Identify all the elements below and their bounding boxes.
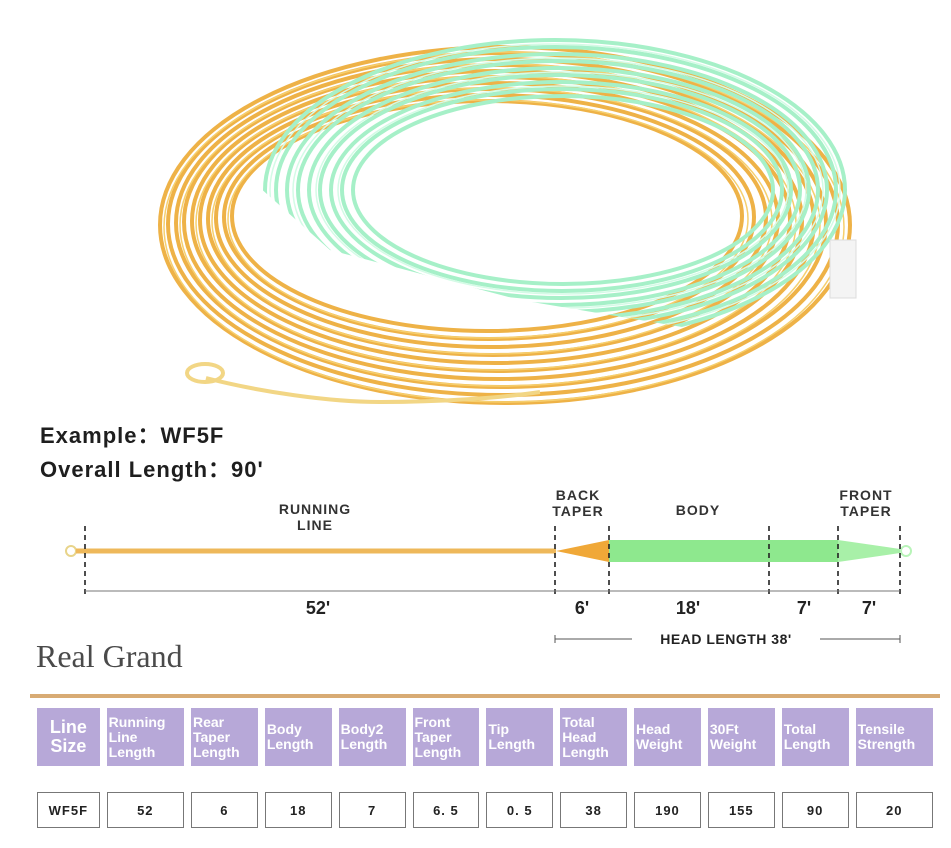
example-model: Example：WF5F: [40, 423, 225, 448]
cell-head-weight: 190: [634, 792, 701, 828]
label-back-taper-2: TAPER: [552, 503, 603, 519]
cell-tensile-strength: 20: [855, 792, 933, 828]
spec-row-wf5f: WF5F 52 6 18 7 6. 5 0. 5 38 190 155 90 2…: [37, 792, 933, 828]
cell-line-size: WF5F: [37, 792, 100, 828]
section-divider-rule: [30, 694, 940, 698]
length-body2: 7': [797, 598, 811, 618]
front-taper-segment: [838, 540, 900, 562]
cell-body2-length: 7: [338, 792, 406, 828]
fly-line-coil-photo: [158, 38, 857, 405]
label-front-taper-2: TAPER: [840, 503, 891, 519]
label-running-line-1: RUNNING: [279, 501, 351, 517]
body-segment: [609, 540, 838, 562]
back-taper-segment: [556, 540, 609, 562]
loop-end-left: [65, 545, 77, 557]
label-body: BODY: [676, 502, 720, 518]
cell-30ft-weight: 155: [707, 792, 775, 828]
cell-running-line-length: 52: [106, 792, 184, 828]
line-label-sticker: [829, 239, 857, 299]
cell-body-length: 18: [264, 792, 332, 828]
brand-name: Real Grand: [36, 638, 183, 674]
length-front-taper: 7': [862, 598, 876, 618]
cell-rear-taper-length: 6: [190, 792, 258, 828]
welded-loop: [185, 362, 225, 384]
label-running-line-2: LINE: [297, 517, 333, 533]
cell-total-head-length: 38: [560, 792, 628, 828]
head-length-bracket: [554, 635, 901, 643]
section-dividers: [84, 526, 901, 596]
head-length-label: HEAD LENGTH 38': [660, 631, 791, 647]
cell-tip-length: 0. 5: [486, 792, 554, 828]
loop-end-right: [900, 545, 912, 557]
length-body: 18': [676, 598, 700, 618]
loop-end-tail: [205, 376, 541, 405]
section-lengths: 52' 6' 18' 7' 7': [306, 598, 876, 618]
taper-profile-diagram: RUNNING LINE BACK TAPER BODY FRONT TAPER…: [65, 487, 912, 647]
overall-length: Overall Length：90': [40, 457, 264, 482]
section-labels: RUNNING LINE BACK TAPER BODY FRONT TAPER: [279, 487, 892, 533]
label-back-taper-1: BACK: [556, 487, 600, 503]
label-front-taper-1: FRONT: [839, 487, 892, 503]
cell-front-taper-length: 6. 5: [412, 792, 480, 828]
cell-total-length: 90: [781, 792, 849, 828]
length-back-taper: 6': [575, 598, 589, 618]
length-running-line: 52': [306, 598, 330, 618]
